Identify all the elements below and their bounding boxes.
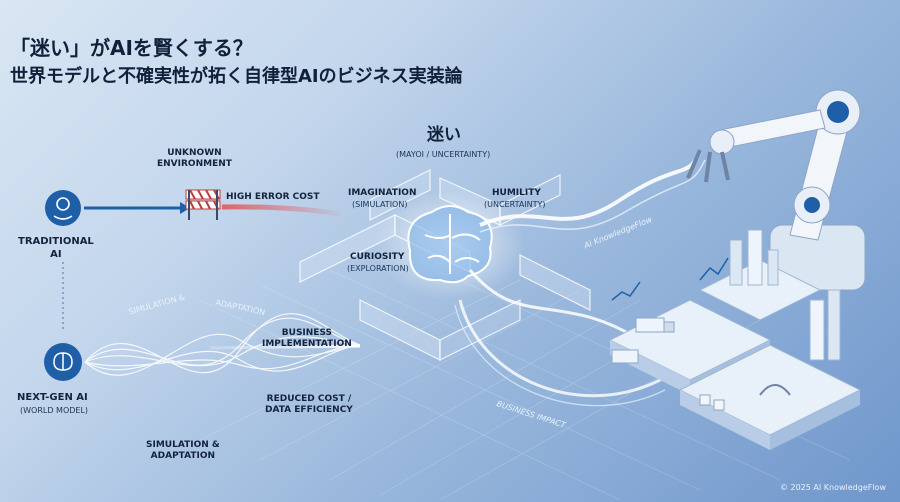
world-model-label: (WORLD MODEL) xyxy=(20,406,89,415)
humility-label: HUMILITY xyxy=(492,188,541,198)
robot-arm-icon xyxy=(686,89,866,291)
copyright: © 2025 AI KnowledgeFlow xyxy=(779,483,886,492)
grid-floor xyxy=(199,261,851,501)
high-error-cost-label: HIGH ERROR COST xyxy=(226,192,320,202)
traditional-ai-label: TRADITIONAL AI xyxy=(18,236,94,260)
chart-icon xyxy=(611,281,641,301)
barrier-icon xyxy=(185,189,221,220)
chart-icon xyxy=(699,257,729,281)
humility-sub-label: (UNCERTAINTY) xyxy=(484,200,546,209)
mayoi-label: 迷い xyxy=(427,125,461,145)
mayoi-sub-label: (MAYOI / UNCERTAINTY) xyxy=(396,150,491,159)
knowledge-flow xyxy=(454,149,762,407)
nextgen-route xyxy=(44,313,361,381)
simulation-adaptation-label: SIMULATION & ADAPTATION xyxy=(146,440,220,462)
title-line-2: 世界モデルと不確実性が拓く自律型AIのビジネス実装論 xyxy=(10,66,463,87)
reduced-cost-label: REDUCED COST / DATA EFFICIENCY xyxy=(265,394,353,416)
traditional-route xyxy=(45,189,341,330)
truck-icon xyxy=(635,317,665,333)
business-city xyxy=(608,229,862,450)
curiosity-label: CURIOSITY xyxy=(350,252,405,262)
nextgen-ai-label: NEXT-GEN AI xyxy=(17,392,88,403)
imagination-label: IMAGINATION xyxy=(348,188,417,198)
imagination-sub-label: (SIMULATION) xyxy=(352,200,408,209)
central-brain-icon xyxy=(407,205,493,284)
unknown-environment-label: UNKNOWN ENVIRONMENT xyxy=(157,148,232,170)
curiosity-sub-label: (EXPLORATION) xyxy=(347,264,409,273)
title-line-1: 「迷い」がAIを賢くする？ xyxy=(10,36,253,60)
robot-icon xyxy=(45,190,81,226)
truck-icon xyxy=(611,349,639,364)
business-implementation-label: BUSINESS IMPLEMENTATION xyxy=(262,328,352,350)
